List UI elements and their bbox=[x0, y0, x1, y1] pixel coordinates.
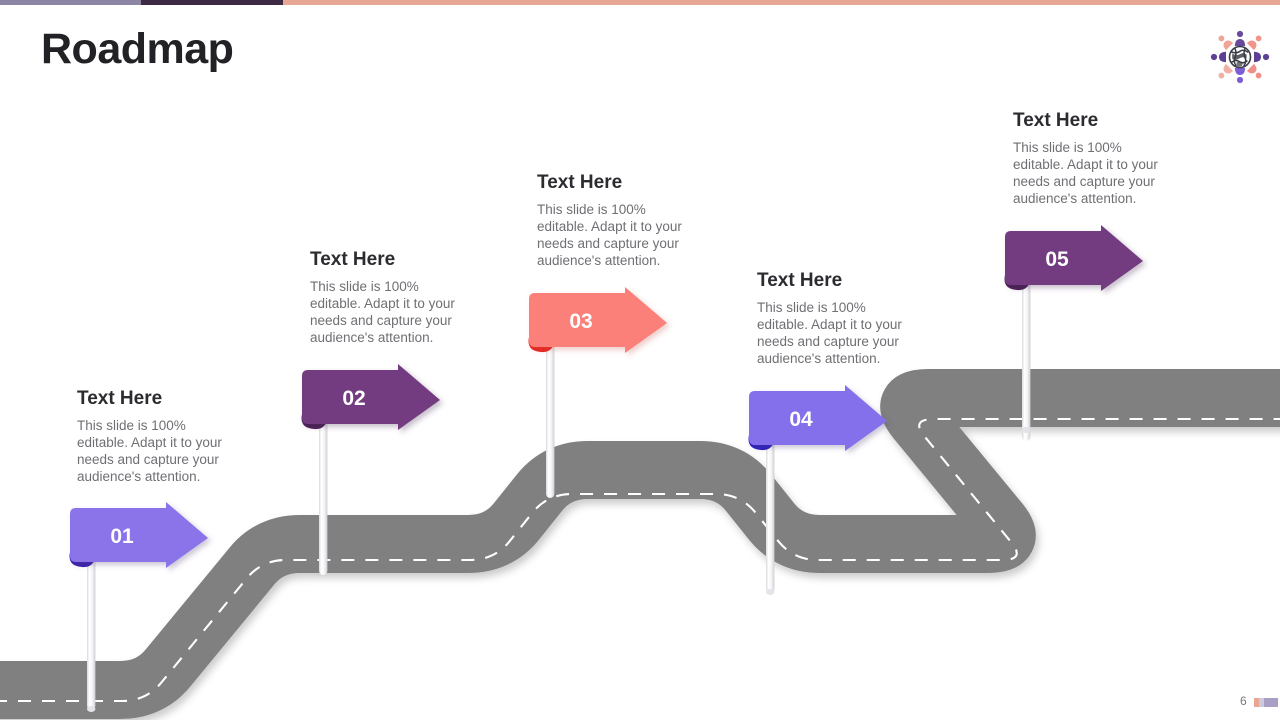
milestone-03-body: This slide is 100% editable. Adapt it to… bbox=[537, 201, 682, 268]
milestone-01-flag-shape bbox=[70, 502, 208, 568]
milestone-05-number: 05 bbox=[1045, 248, 1069, 271]
milestone-04-flag-shape bbox=[749, 385, 887, 451]
page-accent-1 bbox=[1254, 698, 1259, 707]
milestone-05-heading: Text Here bbox=[1013, 110, 1099, 131]
milestone-04-body: This slide is 100% editable. Adapt it to… bbox=[757, 299, 902, 366]
milestone-01-text: Text Here This slide is 100% editable. A… bbox=[77, 388, 240, 485]
top-bar-segment-2 bbox=[141, 0, 283, 5]
milestone-02-number: 02 bbox=[342, 387, 365, 410]
milestone-02-heading: Text Here bbox=[310, 249, 396, 270]
milestone-02-text: Text Here This slide is 100% editable. A… bbox=[310, 249, 473, 346]
milestone-02-flag[interactable]: 02 bbox=[292, 362, 452, 587]
milestone-02-flag-shape bbox=[302, 364, 440, 430]
page-accent-2 bbox=[1259, 698, 1264, 707]
milestone-05-flag[interactable]: 05 bbox=[995, 223, 1155, 448]
milestone-05-body: This slide is 100% editable. Adapt it to… bbox=[1013, 139, 1158, 206]
top-accent-bar bbox=[0, 0, 1280, 5]
page-accent-3 bbox=[1264, 698, 1278, 707]
milestone-01-body: This slide is 100% editable. Adapt it to… bbox=[77, 417, 222, 484]
globe-people-logo bbox=[1204, 26, 1276, 88]
milestone-01-number: 01 bbox=[110, 525, 134, 548]
page-number: 6 bbox=[1240, 694, 1247, 708]
milestone-04-number: 04 bbox=[789, 408, 813, 431]
milestone-01-flag[interactable]: 01 bbox=[60, 500, 220, 720]
milestone-04-text: Text Here This slide is 100% editable. A… bbox=[757, 270, 920, 367]
page-number-accent bbox=[1254, 698, 1278, 707]
milestone-03-heading: Text Here bbox=[537, 172, 623, 193]
milestone-02-body: This slide is 100% editable. Adapt it to… bbox=[310, 278, 455, 345]
milestone-03-flag[interactable]: 03 bbox=[519, 285, 679, 510]
milestone-04-heading: Text Here bbox=[757, 270, 843, 291]
milestone-03-text: Text Here This slide is 100% editable. A… bbox=[537, 172, 700, 269]
top-bar-segment-3 bbox=[283, 0, 1280, 5]
top-bar-segment-1 bbox=[0, 0, 141, 5]
milestone-05-flag-shape bbox=[1005, 225, 1143, 291]
milestone-03-number: 03 bbox=[569, 310, 592, 333]
page-title: Roadmap bbox=[41, 25, 234, 73]
milestone-04-flag[interactable]: 04 bbox=[739, 383, 899, 608]
milestone-05-text: Text Here This slide is 100% editable. A… bbox=[1013, 110, 1176, 207]
milestone-03-flag-shape bbox=[529, 287, 667, 353]
milestone-01-heading: Text Here bbox=[77, 388, 163, 409]
